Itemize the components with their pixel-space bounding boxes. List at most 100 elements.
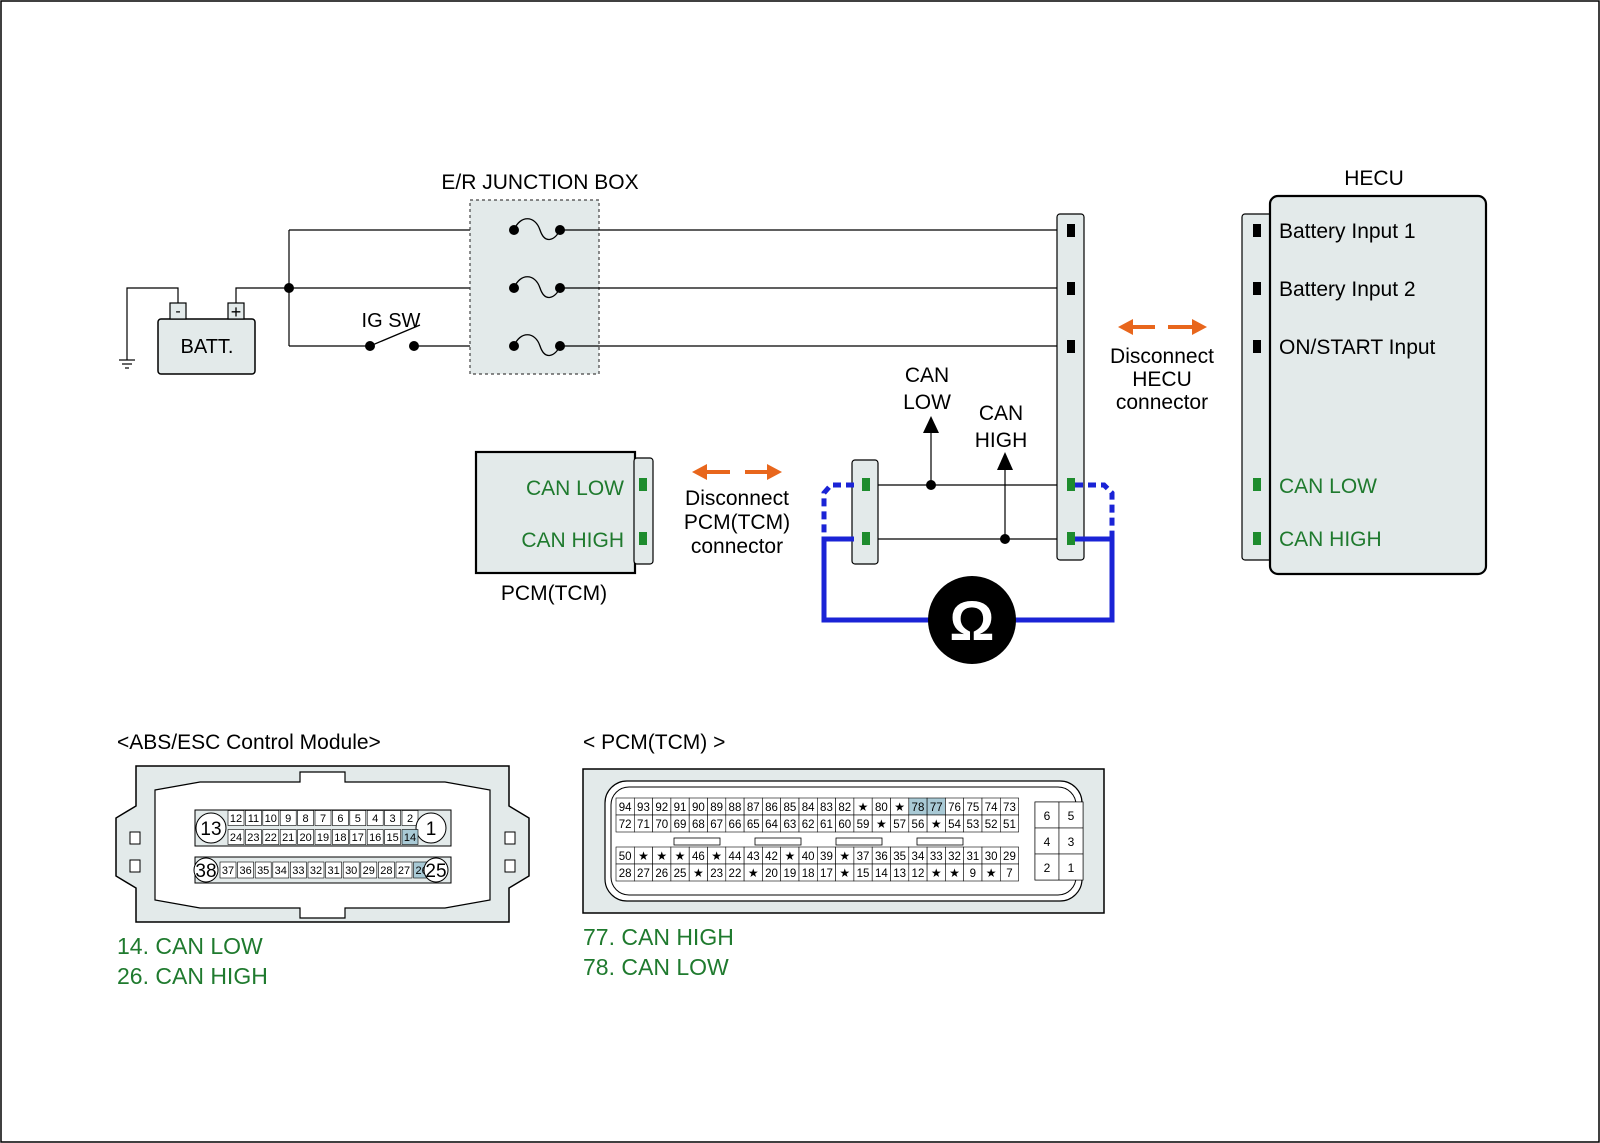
abs-pin-25: 25 <box>423 857 449 883</box>
pcm-side-pin-6: 6 <box>1034 801 1060 829</box>
svg-text:7: 7 <box>1006 868 1012 880</box>
pcm-pin-57: 57 <box>890 814 910 833</box>
svg-text:4: 4 <box>372 813 378 825</box>
pcm-pin-65: 65 <box>743 814 763 833</box>
svg-text:31: 31 <box>327 865 339 877</box>
svg-text:CAN: CAN <box>905 364 949 387</box>
svg-text:★: ★ <box>858 800 869 814</box>
ground-icon <box>119 287 179 369</box>
pcm-pin-78: 78 <box>908 797 928 816</box>
svg-text:90: 90 <box>692 802 705 814</box>
svg-text:31: 31 <box>966 851 979 863</box>
pcm-pin-70: 70 <box>652 814 672 833</box>
battery-minus-label: - <box>175 303 180 320</box>
abs-pin-38: 38 <box>193 857 219 883</box>
abs-pin-35: 35 <box>254 861 272 879</box>
abs-pin-15: 15 <box>384 829 401 845</box>
pcm-legend-can-low: 78. CAN LOW <box>583 954 729 980</box>
svg-text:★: ★ <box>656 849 667 863</box>
abs-pin-16: 16 <box>366 829 384 845</box>
svg-text:29: 29 <box>363 865 375 877</box>
svg-text:43: 43 <box>747 851 760 863</box>
pcm-pin-56: 56 <box>908 814 928 833</box>
svg-text:39: 39 <box>820 851 833 863</box>
pcm-pin-42: 42 <box>762 846 782 865</box>
svg-text:7: 7 <box>320 813 326 825</box>
pcm-key-slot <box>673 837 721 846</box>
pcm-pin-64: 64 <box>762 814 782 833</box>
svg-text:29: 29 <box>1003 851 1016 863</box>
svg-text:★: ★ <box>693 866 704 880</box>
junction-box-title: E/R JUNCTION BOX <box>441 171 638 194</box>
pcm-pin-72: 72 <box>615 814 635 833</box>
pcm-pin-54: 54 <box>945 814 965 833</box>
pcm-pin-9: 9 <box>963 863 983 882</box>
svg-text:12: 12 <box>912 868 925 880</box>
pcm-key-slot <box>835 837 883 846</box>
pcm-pin-star: ★ <box>945 863 965 882</box>
svg-text:★: ★ <box>876 817 887 831</box>
svg-text:66: 66 <box>729 819 742 831</box>
pcm-pin-star: ★ <box>835 863 855 882</box>
svg-text:4: 4 <box>1044 835 1051 849</box>
pcm-pin-23: 23 <box>707 863 727 882</box>
svg-text:18: 18 <box>802 868 815 880</box>
svg-text:86: 86 <box>765 802 778 814</box>
pcm-pin-71: 71 <box>633 814 653 833</box>
svg-text:76: 76 <box>948 802 961 814</box>
pcm-pin-star: ★ <box>890 797 910 816</box>
svg-text:12: 12 <box>230 813 242 825</box>
abs-pin-17: 17 <box>349 829 367 845</box>
pcm-pin-60: 60 <box>835 814 855 833</box>
svg-text:92: 92 <box>655 802 668 814</box>
abs-pin-10: 10 <box>262 810 280 826</box>
svg-text:6: 6 <box>1044 809 1051 823</box>
hecu-pin-can-high: CAN HIGH <box>1279 528 1382 551</box>
pcm-pin-12: 12 <box>908 863 928 882</box>
pcm-pin-91: 91 <box>670 797 690 816</box>
abs-pin-27: 27 <box>395 861 413 879</box>
svg-text:LOW: LOW <box>903 391 951 414</box>
pcm-pin-star: ★ <box>981 863 1001 882</box>
can-bus-wires <box>878 432 1057 540</box>
abs-pin-29: 29 <box>360 861 378 879</box>
svg-text:★: ★ <box>986 866 997 880</box>
svg-text:37: 37 <box>857 851 870 863</box>
svg-text:42: 42 <box>765 851 778 863</box>
abs-legend-can-high: 26. CAN HIGH <box>117 963 268 989</box>
pcm-pin-75: 75 <box>963 797 983 816</box>
svg-text:8: 8 <box>303 813 309 825</box>
fuse-icon <box>513 218 561 357</box>
hecu-pin-on-start-input: ON/START Input <box>1279 336 1436 359</box>
svg-text:65: 65 <box>747 819 760 831</box>
disconnect-hecu-arrows <box>1118 319 1207 335</box>
pcm-side-pin-3: 3 <box>1058 827 1084 855</box>
battery: - + BATT. <box>157 302 256 375</box>
svg-text:★: ★ <box>784 849 795 863</box>
pcm-side-pin-5: 5 <box>1058 801 1084 829</box>
abs-pin-3: 3 <box>384 810 401 826</box>
ig-sw-label: IG SW <box>362 310 421 332</box>
pcm-pin-star: ★ <box>652 846 672 865</box>
svg-text:★: ★ <box>931 817 942 831</box>
svg-text:50: 50 <box>619 851 632 863</box>
abs-pin-5: 5 <box>349 810 367 826</box>
abs-pin-37: 37 <box>219 861 237 879</box>
svg-text:85: 85 <box>783 802 796 814</box>
abs-pin-23: 23 <box>245 829 262 845</box>
svg-text:26: 26 <box>655 868 668 880</box>
abs-pin-24: 24 <box>227 829 245 845</box>
svg-text:10: 10 <box>265 813 277 825</box>
svg-text:19: 19 <box>783 868 796 880</box>
svg-text:2: 2 <box>407 813 413 825</box>
svg-text:68: 68 <box>692 819 705 831</box>
pcm-pin-80: 80 <box>871 797 891 816</box>
svg-text:15: 15 <box>386 832 398 844</box>
junction-dot <box>284 283 294 293</box>
svg-text:6: 6 <box>337 813 343 825</box>
svg-text:30: 30 <box>345 865 357 877</box>
svg-text:HECU: HECU <box>1132 368 1192 391</box>
svg-text:72: 72 <box>619 819 632 831</box>
pcm-pin-25: 25 <box>670 863 690 882</box>
